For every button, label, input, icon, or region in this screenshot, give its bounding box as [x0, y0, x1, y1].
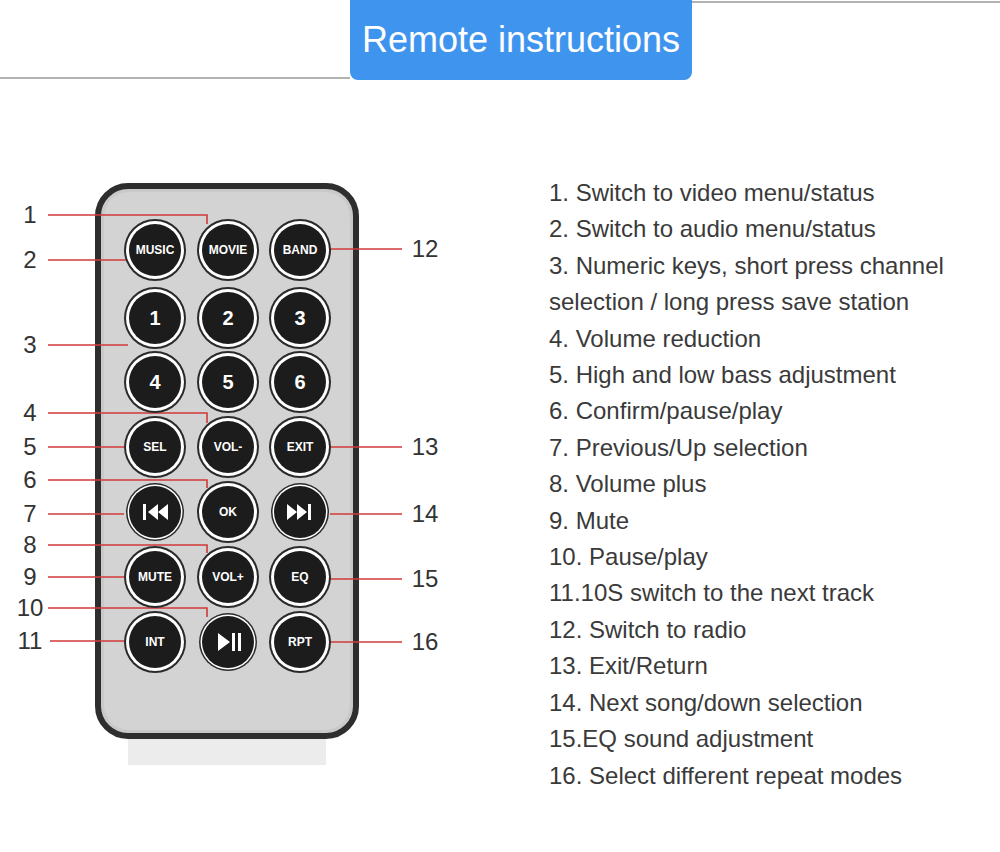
remote-body — [98, 186, 356, 736]
instruction-text: 3. Numeric keys, short press channel sel… — [549, 248, 989, 321]
button-label: MOVIE — [209, 243, 248, 257]
button-label: 5 — [222, 371, 233, 394]
instruction-text: 5. High and low bass adjustment — [549, 357, 989, 393]
callout-number: 10 — [17, 594, 44, 622]
instruction-text: 6. Confirm/pause/play — [549, 393, 989, 429]
button-label: INT — [145, 635, 164, 649]
button-label: 1 — [149, 307, 160, 330]
instruction-text: 13. Exit/Return — [549, 648, 989, 684]
button-label: MUSIC — [136, 243, 175, 257]
callout-number: 13 — [412, 433, 439, 461]
title-banner: Remote instructions — [350, 0, 692, 80]
button-label: 2 — [222, 307, 233, 330]
remote-button: 3 — [274, 292, 326, 344]
leader-lines — [48, 215, 402, 642]
callout-number: 3 — [23, 331, 36, 359]
description-list: 1. Switch to video menu/status2. Switch … — [549, 175, 989, 794]
title-text: Remote instructions — [362, 19, 680, 61]
remote-button: EQ — [274, 551, 326, 603]
instruction-text: 9. Mute — [549, 503, 989, 539]
instruction-text: 2. Switch to audio menu/status — [549, 211, 989, 247]
remote-button: 2 — [202, 292, 254, 344]
callout-number: 11 — [18, 627, 43, 655]
instruction-text: 11.10S switch to the next track — [549, 575, 989, 611]
button-label: VOL+ — [212, 570, 244, 584]
callout-number: 1 — [23, 201, 36, 229]
button-label: SEL — [143, 440, 166, 454]
remote-button: 1 — [129, 292, 181, 344]
callout-number: 15 — [412, 565, 439, 593]
remote-button: MUSIC — [129, 224, 181, 276]
remote-button: 4 — [129, 356, 181, 408]
callout-number: 8 — [23, 531, 36, 559]
button-label: MUTE — [138, 570, 172, 584]
remote-button: 5 — [202, 356, 254, 408]
callout-number: 12 — [412, 235, 439, 263]
callout-number: 9 — [23, 563, 36, 591]
callout-number: 14 — [412, 500, 439, 528]
remote-button: SEL — [129, 421, 181, 473]
remote-button: MOVIE — [202, 224, 254, 276]
callout-number: 6 — [23, 466, 36, 494]
instruction-text: 4. Volume reduction — [549, 321, 989, 357]
instruction-text: 16. Select different repeat modes — [549, 758, 989, 794]
button-label: 6 — [294, 371, 305, 394]
instruction-text: 15.EQ sound adjustment — [549, 721, 989, 757]
instruction-text: 8. Volume plus — [549, 466, 989, 502]
remote-button: OK — [202, 486, 254, 538]
button-label: 3 — [294, 307, 305, 330]
rule-line — [692, 1, 1000, 3]
callout-number: 7 — [23, 500, 36, 528]
remote-button: MUTE — [129, 551, 181, 603]
button-label: EXIT — [287, 440, 314, 454]
remote-face — [104, 192, 350, 730]
remote-button: RPT — [274, 616, 326, 668]
instruction-text: 7. Previous/Up selection — [549, 430, 989, 466]
instruction-text: 12. Switch to radio — [549, 612, 989, 648]
icon-buttons — [126, 483, 329, 671]
remote-button: VOL- — [202, 421, 254, 473]
callout-number: 16 — [412, 628, 439, 656]
instruction-text: 10. Pause/play — [549, 539, 989, 575]
remote-button: BAND — [274, 224, 326, 276]
remote-button: EXIT — [274, 421, 326, 473]
rule-line — [0, 77, 350, 79]
instruction-text: 1. Switch to video menu/status — [549, 175, 989, 211]
button-label: EQ — [291, 570, 308, 584]
button-label: VOL- — [214, 440, 243, 454]
remote-button: INT — [129, 616, 181, 668]
remote-button: 6 — [274, 356, 326, 408]
button-label: OK — [219, 505, 237, 519]
button-label: 4 — [149, 371, 160, 394]
callout-number: 2 — [23, 246, 36, 274]
callout-number: 4 — [23, 399, 36, 427]
button-label: BAND — [283, 243, 318, 257]
remote-button: VOL+ — [202, 551, 254, 603]
instruction-text: 14. Next song/down selection — [549, 685, 989, 721]
button-label: RPT — [288, 635, 312, 649]
callout-number: 5 — [23, 433, 36, 461]
